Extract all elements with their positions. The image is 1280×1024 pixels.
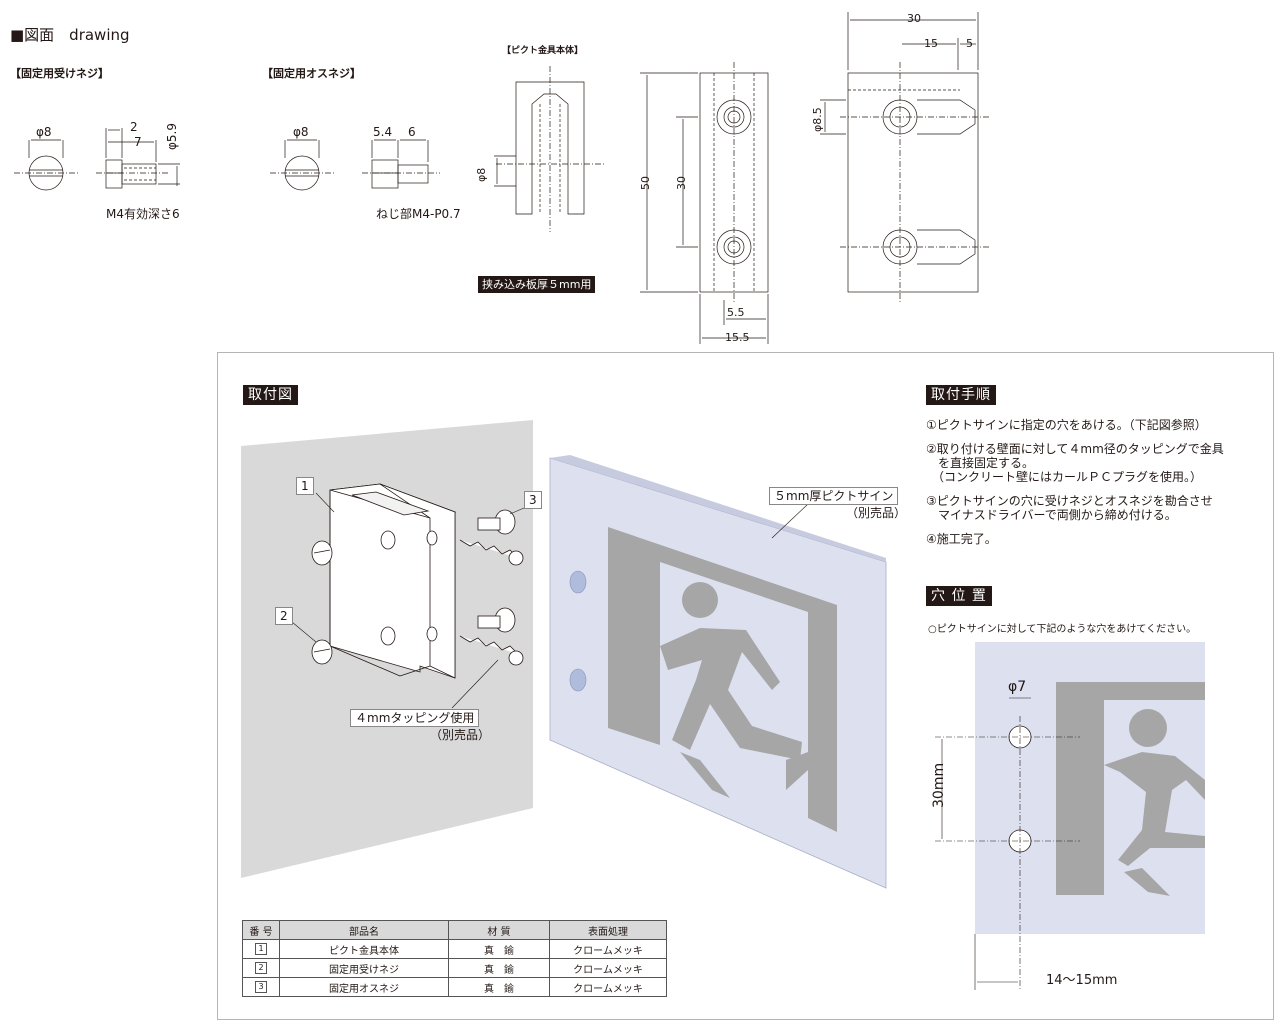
row-no-box: 3 xyxy=(255,981,267,993)
row-finish: クロームメッキ xyxy=(549,939,667,959)
male-dim-54: 5.4 xyxy=(373,125,393,139)
hole-edge-distance: 14〜15mm xyxy=(1046,973,1118,988)
row-name: ピクト金具本体 xyxy=(279,939,449,959)
hole-pitch: 30mm xyxy=(931,762,947,808)
table-row: 2 固定用受けネジ 真 鍮 クロームメッキ xyxy=(242,958,667,978)
receive-note: M4有効深さ6 xyxy=(106,207,180,221)
procedure-step: ①ピクトサインに指定の穴をあける。（下記図参照） xyxy=(926,418,1207,432)
procedure-step: を直接固定する。 xyxy=(926,456,1035,470)
parts-table: 番 号 部品名 材 質 表面処理 1 ピクト金具本体 真 鍮 クロームメッキ 2… xyxy=(242,920,667,997)
parts-table-header: 番 号 部品名 材 質 表面処理 xyxy=(242,920,667,940)
part-number-1: 1 xyxy=(296,477,314,495)
side-w5: 5 xyxy=(966,37,973,50)
side-w15: 15 xyxy=(924,37,938,50)
receive-dia-label: φ8 xyxy=(36,125,52,139)
tapping-callout: ４mmタッピング使用 xyxy=(350,709,480,727)
plate-thickness-note: 挟み込み板厚５mm用 xyxy=(478,276,596,293)
row-no-box: 1 xyxy=(255,943,267,955)
procedure-title: 取付手順 xyxy=(926,385,996,405)
installation-panel xyxy=(217,352,1274,1020)
row-name: 固定用受けネジ xyxy=(279,958,449,978)
part-number-3: 3 xyxy=(524,491,542,509)
sign-callout-sub: （別売品） xyxy=(846,506,907,520)
header-finish: 表面処理 xyxy=(549,920,667,940)
procedure-step: （コンクリート壁にはカールＰＣプラグを使用。） xyxy=(926,470,1203,484)
install-title: 取付図 xyxy=(243,385,298,405)
body-label: 【ピクト金具本体】 xyxy=(502,46,584,56)
part-number-2: 2 xyxy=(275,607,293,625)
row-material: 真 鍮 xyxy=(448,939,550,959)
row-no: 1 xyxy=(242,939,280,959)
row-finish: クロームメッキ xyxy=(549,977,667,997)
procedure-steps: ①ピクトサインに指定の穴をあける。（下記図参照） ②取り付ける壁面に対して４mm… xyxy=(926,418,1266,556)
procedure-step: ③ピクトサインの穴に受けネジとオスネジを勘合させ xyxy=(926,494,1213,508)
male-screw-label: 【固定用オスネジ】 xyxy=(262,67,361,80)
table-row: 1 ピクト金具本体 真 鍮 クロームメッキ xyxy=(242,939,667,959)
row-no: 2 xyxy=(242,958,280,978)
procedure-step: ②取り付ける壁面に対して４mm径のタッピングで金具 xyxy=(926,442,1224,456)
receive-dim-2: 2 xyxy=(130,120,138,134)
row-material: 真 鍮 xyxy=(448,958,550,978)
hole-diameter: φ7 xyxy=(1008,679,1027,695)
sign-callout: ５mm厚ピクトサイン xyxy=(769,487,899,505)
header-no: 番 号 xyxy=(242,920,280,940)
header-material: 材 質 xyxy=(448,920,550,940)
table-row: 3 固定用オスネジ 真 鍮 クロームメッキ xyxy=(242,977,667,997)
receive-screw-label: 【固定用受けネジ】 xyxy=(10,67,109,80)
front-w155: 15.5 xyxy=(725,331,750,344)
row-finish: クロームメッキ xyxy=(549,958,667,978)
receive-dim-7: 7 xyxy=(134,135,142,149)
header-name: 部品名 xyxy=(279,920,449,940)
row-material: 真 鍮 xyxy=(448,977,550,997)
tapping-callout-sub: （別売品） xyxy=(430,728,491,742)
procedure-step: ④施工完了。 xyxy=(926,532,997,546)
side-w30: 30 xyxy=(907,12,921,25)
male-dia-label: φ8 xyxy=(293,125,309,139)
hole-position-note: ○ピクトサインに対して下記のような穴をあけてください。 xyxy=(928,624,1197,635)
row-no-box: 2 xyxy=(255,962,267,974)
hole-position-title: 穴 位 置 xyxy=(926,586,992,606)
procedure-step: マイナスドライバーで両側から締め付ける。 xyxy=(926,508,1177,522)
row-no: 3 xyxy=(242,977,280,997)
row-name: 固定用オスネジ xyxy=(279,977,449,997)
front-w55: 5.5 xyxy=(727,306,745,319)
technical-drawing xyxy=(14,12,990,344)
male-dim-6: 6 xyxy=(408,125,416,139)
page-title: ■図面 drawing xyxy=(10,26,130,44)
male-note: ねじ部M4-P0.7 xyxy=(376,207,461,221)
